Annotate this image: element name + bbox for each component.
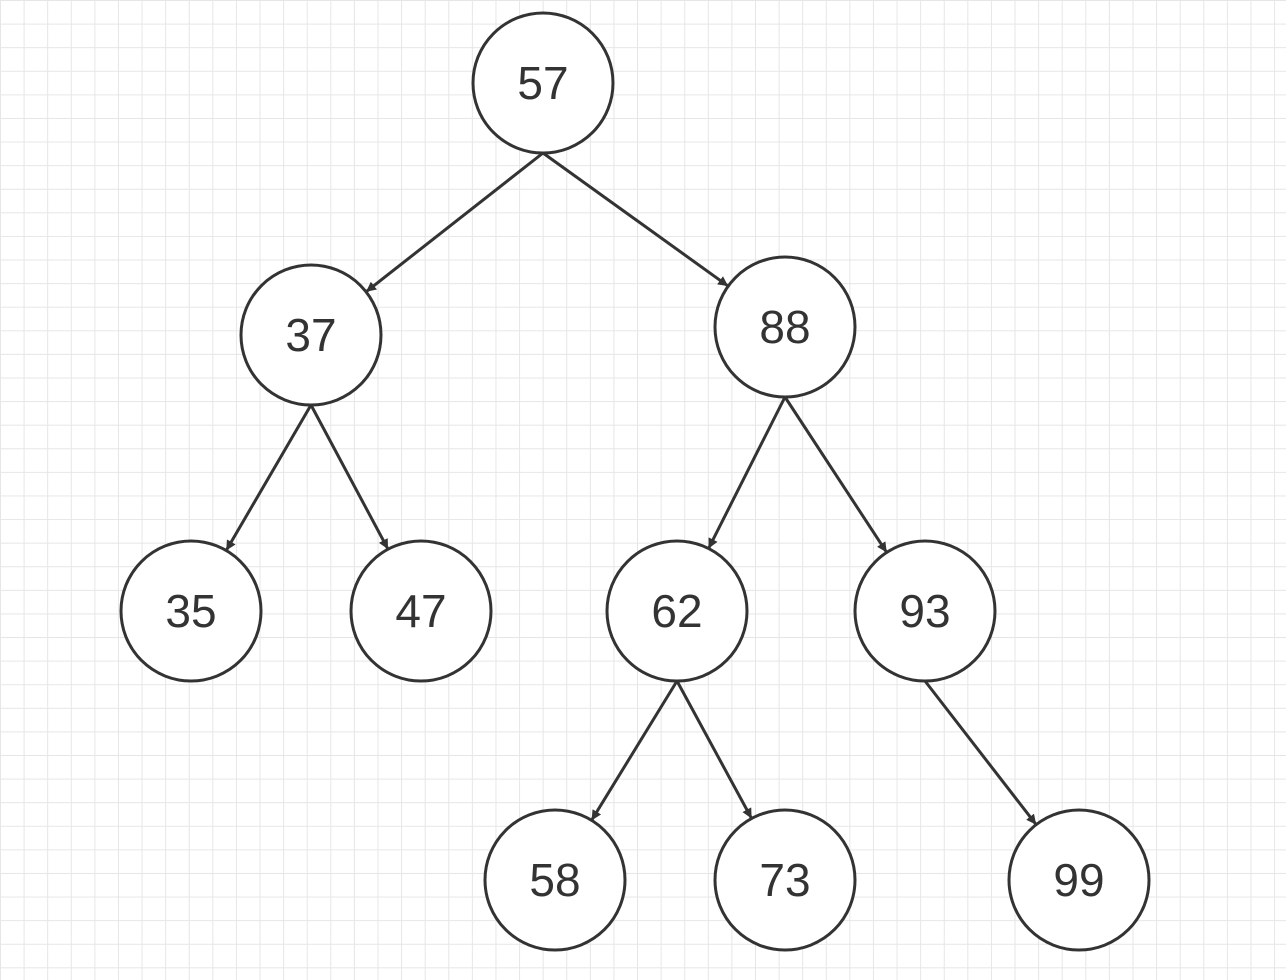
- tree-node-35: 35: [119, 539, 263, 683]
- edge-arrow-57-to-88: [542, 151, 729, 287]
- tree-node-47: 47: [349, 539, 493, 683]
- node-circle: [471, 11, 615, 155]
- tree-node-73: 73: [713, 808, 857, 952]
- node-circle: [713, 255, 857, 399]
- node-label: 35: [165, 585, 216, 637]
- node-circle: [713, 808, 857, 952]
- tree-node-93: 93: [853, 539, 997, 683]
- node-label: 58: [529, 854, 580, 906]
- nodes-layer: 57 37 88 35 47 62 93 58 73 99: [119, 11, 1151, 952]
- edge-arrow-37-to-47: [309, 404, 389, 550]
- node-circle: [1007, 808, 1151, 952]
- edge-arrow-62-to-58: [590, 680, 679, 821]
- node-label: 73: [759, 854, 810, 906]
- node-circle: [605, 539, 749, 683]
- tree-node-88: 88: [713, 255, 857, 399]
- node-label: 93: [899, 585, 950, 637]
- node-label: 57: [517, 57, 568, 109]
- node-label: 62: [651, 585, 702, 637]
- node-label: 99: [1053, 854, 1104, 906]
- node-circle: [349, 539, 493, 683]
- tree-node-62: 62: [605, 539, 749, 683]
- edge-arrow-62-to-73: [675, 680, 753, 819]
- edge-arrow-88-to-62: [707, 396, 787, 549]
- node-circle: [119, 539, 263, 683]
- edge-arrow-37-to-35: [225, 404, 313, 551]
- edges-layer: [225, 151, 1037, 825]
- node-label: 37: [285, 309, 336, 361]
- tree-node-57: 57: [471, 11, 615, 155]
- edge-arrow-57-to-37: [365, 151, 544, 293]
- node-circle: [239, 263, 383, 407]
- tree-node-37: 37: [239, 263, 383, 407]
- tree-node-99: 99: [1007, 808, 1151, 952]
- edge-arrow-88-to-93: [783, 396, 888, 553]
- node-label: 88: [759, 301, 810, 353]
- tree-node-58: 58: [483, 808, 627, 952]
- node-circle: [853, 539, 997, 683]
- node-circle: [483, 808, 627, 952]
- node-label: 47: [395, 585, 446, 637]
- edge-arrow-93-to-99: [923, 680, 1037, 825]
